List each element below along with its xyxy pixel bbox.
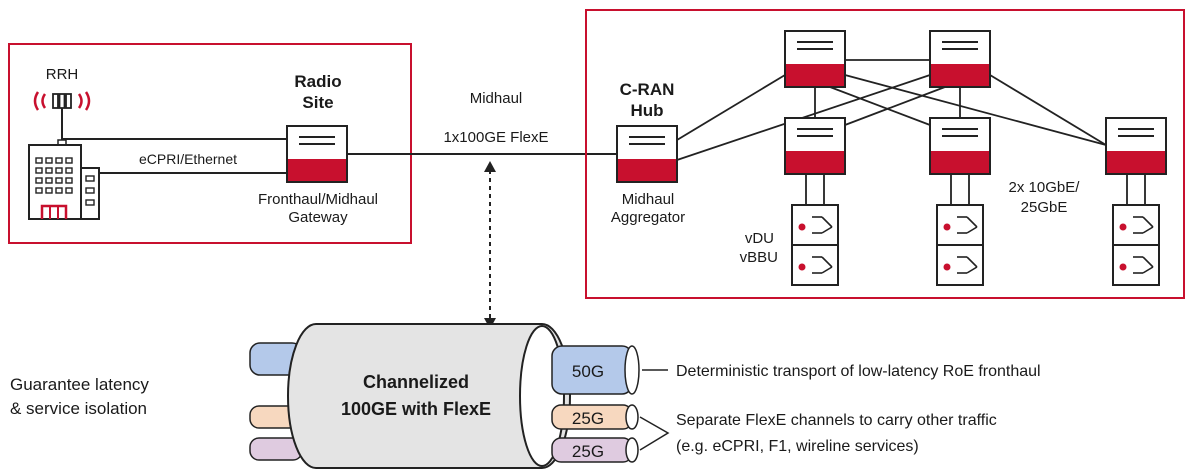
aggregator-label: Midhaul (622, 191, 675, 208)
note-25g: Separate FlexE channels to carry other t… (676, 412, 997, 429)
gateway-router[interactable] (286, 125, 348, 183)
vdu-server-2[interactable] (936, 204, 984, 286)
note-50g: Deterministic transport of low-latency R… (676, 363, 1041, 380)
gateway-label: Fronthaul/Midhaul (258, 191, 378, 208)
vdu-server-1[interactable] (791, 204, 839, 286)
cran-hub-title-line2: Hub (630, 101, 663, 120)
rrh-label: RRH (46, 66, 79, 83)
leaf-router-1[interactable] (784, 117, 846, 175)
channel-25g-label-2: 25G (572, 442, 604, 461)
guarantee-label-line2: & service isolation (10, 399, 147, 418)
leaf-router-3[interactable] (1105, 117, 1167, 175)
rrh-antenna-icon (33, 91, 91, 146)
cable-title: Channelized (363, 372, 469, 392)
vdu-label: vDU (745, 230, 774, 247)
ecpri-ethernet-label: eCPRI/Ethernet (139, 151, 237, 167)
callout-arrow (484, 161, 496, 329)
spine-router-1[interactable] (784, 30, 846, 88)
server-link-label-line2: 25GbE (1021, 199, 1068, 216)
radio-site-title: Radio (294, 72, 341, 91)
note-25g-line2: (e.g. eCPRI, F1, wireline services) (676, 438, 919, 455)
cable-title-line2: 100GE with FlexE (341, 399, 491, 419)
midhaul-aggregator-router[interactable] (616, 125, 678, 183)
leaf-router-2[interactable] (929, 117, 991, 175)
midhaul-label: Midhaul (470, 90, 523, 107)
mesh-links (676, 59, 1146, 205)
channel-25g-label-1: 25G (572, 409, 604, 428)
note-25g-leader (639, 416, 670, 451)
server-link-label: 2x 10GbE/ (1009, 179, 1081, 196)
vdu-server-3[interactable] (1112, 204, 1160, 286)
gateway-label-line2: Gateway (288, 209, 348, 226)
building-icon (28, 144, 100, 220)
cran-hub-title: C-RAN (620, 80, 675, 99)
spine-router-2[interactable] (929, 30, 991, 88)
aggregator-label-line2: Aggregator (611, 209, 685, 226)
cran-hub-box (585, 9, 1185, 299)
midhaul-link-label: 1x100GE FlexE (443, 129, 548, 146)
flexe-cable (249, 323, 640, 469)
radio-site-box (8, 43, 412, 244)
vbbu-label: vBBU (740, 249, 778, 266)
guarantee-label: Guarantee latency (10, 375, 149, 394)
radio-site-title-line2: Site (302, 93, 333, 112)
channel-50g-label: 50G (572, 362, 604, 381)
